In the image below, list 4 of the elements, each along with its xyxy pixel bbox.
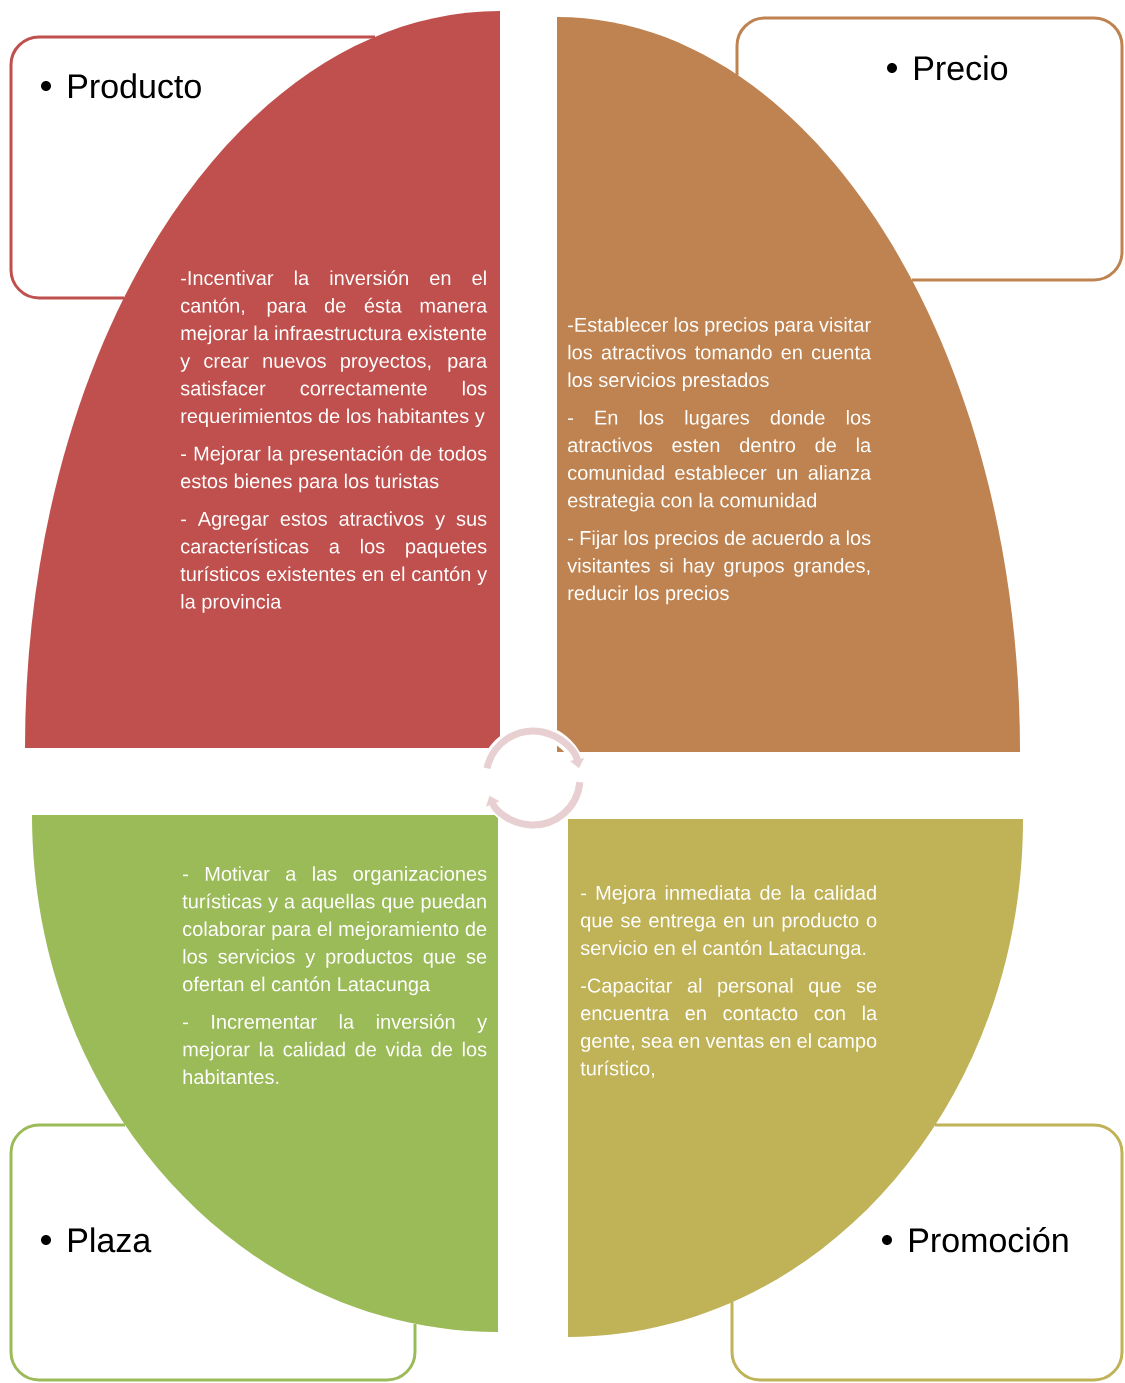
heading: Producto: [69, 73, 201, 99]
heading: Precio: [915, 55, 1008, 81]
heading: Promoción: [910, 1226, 1068, 1253]
heading: Plaza: [69, 1227, 152, 1253]
